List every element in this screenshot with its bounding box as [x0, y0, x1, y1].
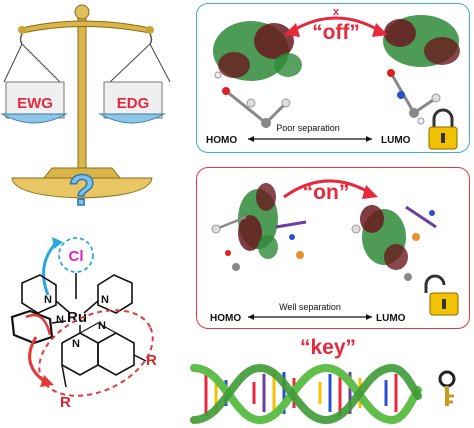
on-homo-molecule [211, 183, 307, 271]
svg-text:N: N [72, 338, 80, 350]
edg-label: EDG [117, 95, 150, 112]
ewg-box [5, 81, 65, 119]
on-transfer-arrow [283, 179, 371, 199]
svg-text:N: N [98, 320, 106, 332]
svg-text:N: N [56, 314, 64, 326]
balance-base-lower [11, 177, 153, 199]
phenanthroline-ring-1 [61, 332, 99, 376]
key-icon [438, 370, 456, 406]
question-mark: ? [69, 166, 96, 215]
chloride-label: Cl [69, 248, 84, 265]
phenanthroline-ring-3 [78, 322, 118, 344]
on-state-label: “on” [303, 181, 350, 204]
off-x-mark: x [333, 6, 340, 18]
balance-pillar [77, 9, 87, 171]
dna-helix [190, 363, 422, 425]
balance-scale: ? EWG EDG [0, 4, 171, 216]
ruthenium-label: Ru [67, 309, 87, 326]
ruthenium-complex-structure: Cl N N Ru N N N R R [10, 237, 157, 411]
chloride-circle [58, 237, 94, 273]
central-pyridine-ring [10, 309, 54, 345]
off-homo-label: HOMO [206, 135, 237, 146]
off-state-label: “off” [312, 21, 360, 44]
on-separation-label: Well separation [279, 302, 341, 312]
svg-text:N: N [101, 294, 109, 306]
left-pan [0, 113, 68, 124]
right-pyridine-ring [97, 274, 133, 314]
dna-strand-1 [190, 363, 422, 425]
balance-knob [74, 4, 90, 20]
off-lumo-molecule [383, 15, 460, 125]
unlocked-padlock-icon [424, 274, 459, 316]
red-arrow [28, 336, 45, 383]
on-lumo-molecule [351, 205, 437, 281]
substituent-r-bottom: R [60, 394, 71, 411]
off-orbital-graphics: x “off” HOMO LUMO Poor separation [206, 6, 460, 150]
left-pyridine-ring [21, 274, 57, 314]
off-transfer-arrow [291, 16, 381, 33]
off-separation-label: Poor separation [276, 123, 340, 133]
substituent-r-top: R [146, 352, 157, 369]
off-lumo-label: LUMO [381, 135, 411, 146]
locked-padlock-icon [428, 108, 458, 150]
off-state-panel [196, 3, 470, 153]
off-homo-molecule [213, 21, 302, 128]
blue-arrow [42, 241, 58, 296]
key-label: “key” [300, 336, 357, 359]
dna-strand-2 [190, 363, 422, 425]
on-state-panel [196, 167, 470, 329]
svg-text:N: N [44, 294, 52, 306]
ewg-label: EWG [17, 95, 53, 112]
phenanthroline-ring-2 [97, 332, 135, 376]
right-pan [98, 113, 166, 124]
on-lumo-label: LUMO [376, 313, 406, 324]
on-homo-label: HOMO [210, 313, 241, 324]
on-orbital-graphics: “on” HOMO LUMO Well separation [210, 179, 459, 324]
